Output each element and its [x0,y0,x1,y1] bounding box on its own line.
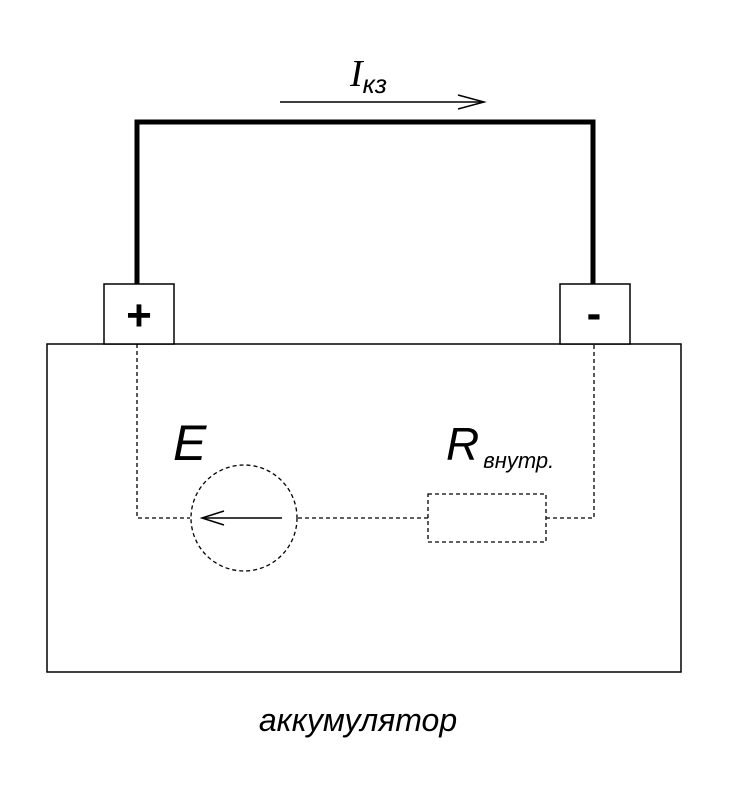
current-symbol: I [349,53,365,95]
emf-source-circle [190,464,298,572]
current-label: Iкз [349,53,387,99]
negative-terminal: - [559,283,631,345]
current-subscript: кз [363,69,387,99]
resistance-subscript: внутр. [483,448,554,473]
internal-circuit [136,344,595,572]
internal-wire-left [136,344,190,519]
current-arrow [280,94,487,110]
internal-resistor [427,493,547,543]
emf-label: E [173,415,207,471]
internal-wire-right [546,344,595,519]
positive-sign: + [126,291,152,340]
battery-body [46,343,682,673]
resistance-symbol: R [446,418,479,470]
positive-terminal: + [103,283,175,345]
battery-caption: аккумулятор [259,702,457,738]
negative-sign: - [587,289,602,338]
emf-arrow [199,510,282,526]
external-wire [134,119,596,284]
